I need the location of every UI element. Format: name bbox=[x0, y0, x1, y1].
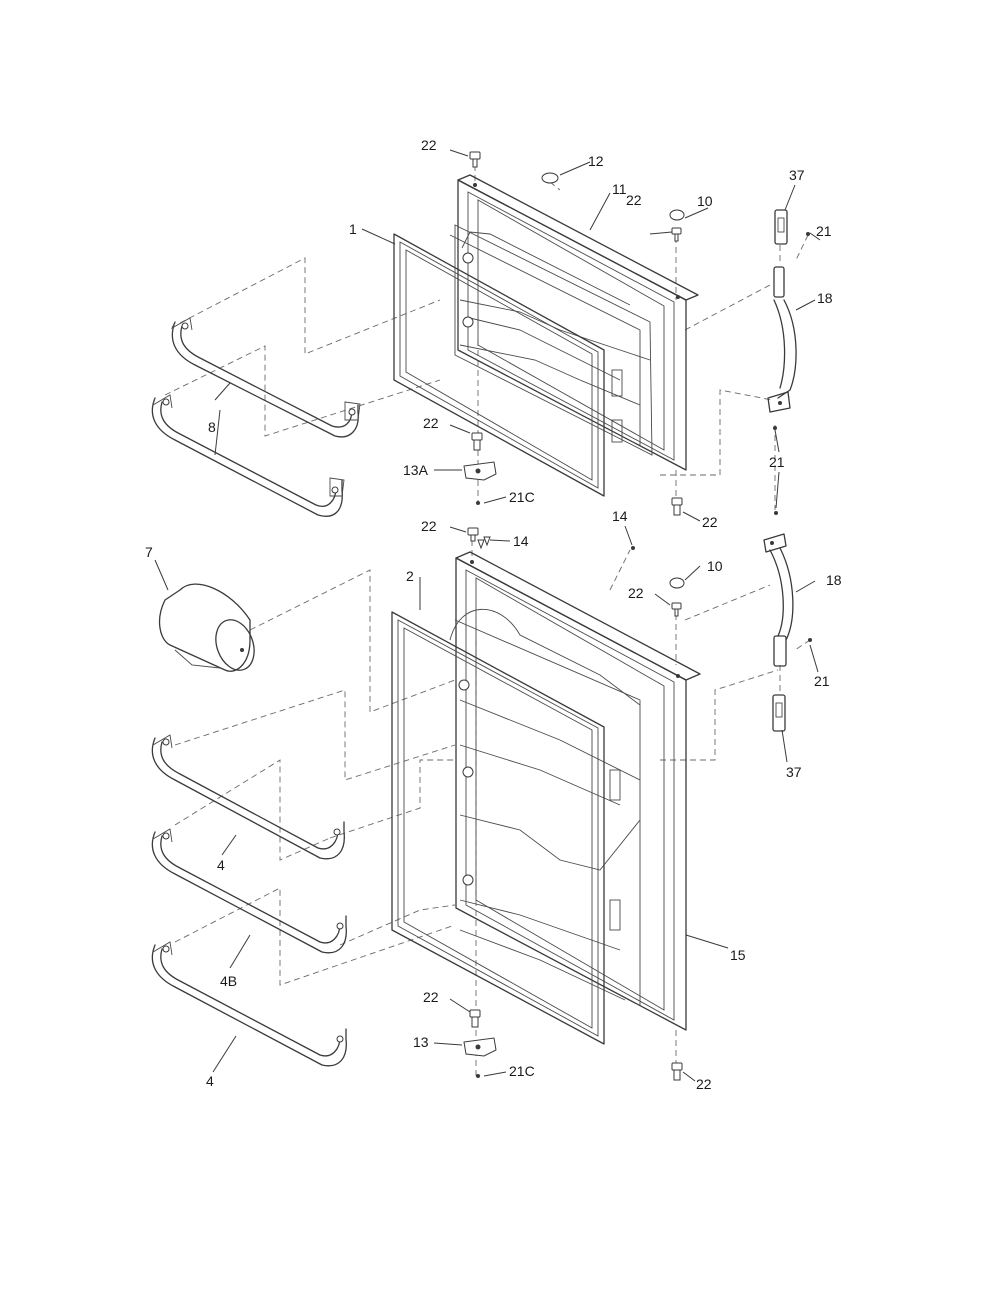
hardware-screws bbox=[463, 151, 812, 1081]
callout-22-right-freezer: 22 bbox=[626, 192, 642, 208]
callout-15: 15 bbox=[730, 947, 746, 963]
fresh-food-handle-cap bbox=[772, 694, 786, 732]
callout-22-hinge-lower: 22 bbox=[423, 989, 439, 1005]
callout-37-upper: 37 bbox=[789, 167, 805, 183]
callout-14-left: 14 bbox=[513, 533, 529, 549]
callout-12: 12 bbox=[588, 153, 604, 169]
freezer-shelf-upper bbox=[170, 317, 361, 438]
callout-8: 8 bbox=[208, 419, 216, 435]
callout-22-bottom-freezer: 22 bbox=[702, 514, 718, 530]
callout-labels: 1 2 4 4B 4 7 8 10 10 11 12 13 13A 14 14 … bbox=[145, 137, 842, 1092]
door-shelf-2 bbox=[151, 828, 347, 954]
callout-21-middle: 21 bbox=[769, 454, 785, 470]
callout-10-lower: 10 bbox=[707, 558, 723, 574]
fresh-food-gasket bbox=[391, 611, 605, 1045]
butter-container bbox=[158, 583, 255, 672]
callout-11: 11 bbox=[612, 181, 627, 197]
callout-10-upper: 10 bbox=[697, 193, 713, 209]
callout-37-lower: 37 bbox=[786, 764, 802, 780]
callout-2: 2 bbox=[406, 568, 414, 584]
callout-22-top-fresh: 22 bbox=[421, 518, 437, 534]
freezer-handle-cap bbox=[774, 209, 788, 245]
callout-22-hinge-upper: 22 bbox=[423, 415, 439, 431]
callout-7: 7 bbox=[145, 544, 153, 560]
freezer-door bbox=[449, 174, 699, 471]
callout-13: 13 bbox=[413, 1034, 429, 1050]
callout-21C-upper: 21C bbox=[509, 489, 535, 505]
callout-4B: 4B bbox=[220, 973, 237, 989]
callout-22-right-fresh: 22 bbox=[628, 585, 644, 601]
freezer-gasket bbox=[393, 233, 605, 497]
callout-21C-lower: 21C bbox=[509, 1063, 535, 1079]
freezer-shelf-lower bbox=[151, 394, 345, 517]
callout-13A: 13A bbox=[403, 462, 429, 478]
assembly-guide-lines bbox=[164, 165, 811, 1080]
callout-22-bottom-fresh: 22 bbox=[696, 1076, 712, 1092]
callout-14-right: 14 bbox=[612, 508, 628, 524]
callout-18-lower: 18 bbox=[826, 572, 842, 588]
leader-lines bbox=[154, 149, 821, 1082]
callout-21-upper: 21 bbox=[816, 223, 832, 239]
fresh-food-handle bbox=[763, 533, 794, 667]
callout-1: 1 bbox=[349, 221, 357, 237]
door-shelf-3 bbox=[151, 941, 347, 1067]
callout-22-top-freezer: 22 bbox=[421, 137, 437, 153]
callout-21-lower: 21 bbox=[814, 673, 830, 689]
callout-4-upper: 4 bbox=[217, 857, 225, 873]
callout-18-upper: 18 bbox=[817, 290, 833, 306]
callout-4-lower: 4 bbox=[206, 1073, 214, 1089]
door-shelf-1 bbox=[151, 734, 345, 860]
freezer-handle bbox=[767, 266, 797, 413]
fresh-food-door bbox=[449, 551, 701, 1031]
